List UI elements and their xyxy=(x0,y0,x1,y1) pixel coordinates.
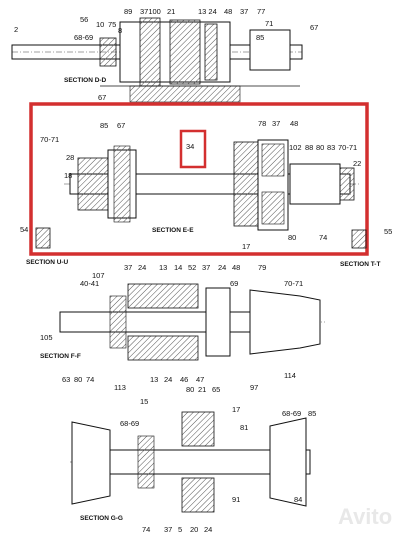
callout: 2 xyxy=(14,25,18,34)
callout: 70-71 xyxy=(40,135,59,144)
callout: 105 xyxy=(40,333,53,342)
callout: 68-69 xyxy=(74,33,93,42)
callout: 46 xyxy=(180,375,188,384)
callout: 37 xyxy=(272,119,280,128)
avito-watermark: Avito xyxy=(313,503,392,529)
callout: 37 xyxy=(202,263,210,272)
callout: 68-69 xyxy=(120,419,139,428)
callout: 13 xyxy=(150,375,158,384)
watermark-text: Avito xyxy=(338,504,392,529)
callout: 91 xyxy=(232,495,240,504)
callout: 79 xyxy=(258,263,266,272)
section-f-f-drawing xyxy=(59,283,325,361)
callout: 48 xyxy=(224,7,232,16)
callout: 8 xyxy=(118,26,122,35)
callout: 21 xyxy=(198,385,206,394)
callout: 77 xyxy=(257,7,265,16)
callout: 71 xyxy=(265,19,273,28)
callout: 63 xyxy=(62,375,70,384)
callout: 13 24 xyxy=(198,7,217,16)
callout: 14 xyxy=(174,263,182,272)
callout: 65 xyxy=(212,385,220,394)
callout: 37100 xyxy=(140,7,161,16)
callout: 81 xyxy=(240,423,248,432)
callout: 54 xyxy=(20,225,28,234)
section-d-d-drawing xyxy=(11,17,303,103)
highlighted-callout-box xyxy=(179,129,207,169)
section-g-g-drawing xyxy=(70,411,311,513)
callout: 80 xyxy=(316,143,324,152)
section-g-g-label: SECTION G-G xyxy=(80,515,123,522)
callout: 20 xyxy=(190,525,198,534)
callout: 28 xyxy=(66,153,74,162)
callout: 84 xyxy=(294,495,302,504)
callout: 47 xyxy=(196,375,204,384)
callout: 68-69 xyxy=(282,409,301,418)
callout: 88 xyxy=(305,143,313,152)
callout: 48 xyxy=(232,263,240,272)
callout: 24 xyxy=(218,263,226,272)
callout: 89 xyxy=(124,7,132,16)
section-e-e-label: SECTION E-E xyxy=(152,227,194,234)
callout: 67 xyxy=(117,121,125,130)
callout: 37 xyxy=(124,263,132,272)
callout: 10 xyxy=(96,20,104,29)
callout: 56 xyxy=(80,15,88,24)
callout: 13 xyxy=(159,263,167,272)
highlighted-callout-label: 34 xyxy=(186,142,194,151)
callout: 80 xyxy=(186,385,194,394)
callout: 52 xyxy=(188,263,196,272)
callout: 85 xyxy=(308,409,316,418)
callout: 80 xyxy=(74,375,82,384)
callout: 22 xyxy=(353,159,361,168)
callout: 18 xyxy=(64,171,72,180)
callout: 85 xyxy=(256,33,264,42)
callout: 67 xyxy=(310,23,318,32)
callout: 17 xyxy=(242,242,250,251)
callout: 37 xyxy=(240,7,248,16)
callout: 114 xyxy=(284,371,296,380)
section-e-e-highlight-frame xyxy=(29,102,369,256)
callout: 75 xyxy=(108,20,116,29)
callout: 17 xyxy=(232,405,240,414)
callout: 107 xyxy=(92,271,105,280)
callout: 97 xyxy=(250,383,258,392)
section-e-e-drawing xyxy=(35,139,367,249)
callout: 69 xyxy=(230,279,238,288)
callout: 102 xyxy=(289,143,302,152)
callout: 5 xyxy=(178,525,182,534)
callout: 24 xyxy=(138,263,146,272)
callout: 74 xyxy=(142,525,150,534)
callout: 70-71 xyxy=(338,143,357,152)
callout: 74 xyxy=(319,233,327,242)
callout: 21 xyxy=(167,7,175,16)
callout: 48 xyxy=(290,119,298,128)
callout: 74 xyxy=(86,375,94,384)
callout: 113 xyxy=(114,383,126,392)
callout: 37 xyxy=(164,525,172,534)
callout: 85 xyxy=(100,121,108,130)
section-d-d-label: SECTION D-D xyxy=(64,77,107,84)
callout: 70-71 xyxy=(284,279,303,288)
callout: 78 xyxy=(258,119,266,128)
callout: 83 xyxy=(327,143,335,152)
section-f-f-label: SECTION F-F xyxy=(40,353,81,360)
callout: 24 xyxy=(164,375,172,384)
section-u-u-label: SECTION U-U xyxy=(26,259,69,266)
callout: 67 xyxy=(98,93,106,102)
section-t-t-label: SECTION T-T xyxy=(340,261,380,268)
callout: 24 xyxy=(204,525,212,534)
callout: 55 xyxy=(384,227,392,236)
callout: 80 xyxy=(288,233,296,242)
callout: 15 xyxy=(140,397,148,406)
callout: 40-41 xyxy=(80,279,99,288)
